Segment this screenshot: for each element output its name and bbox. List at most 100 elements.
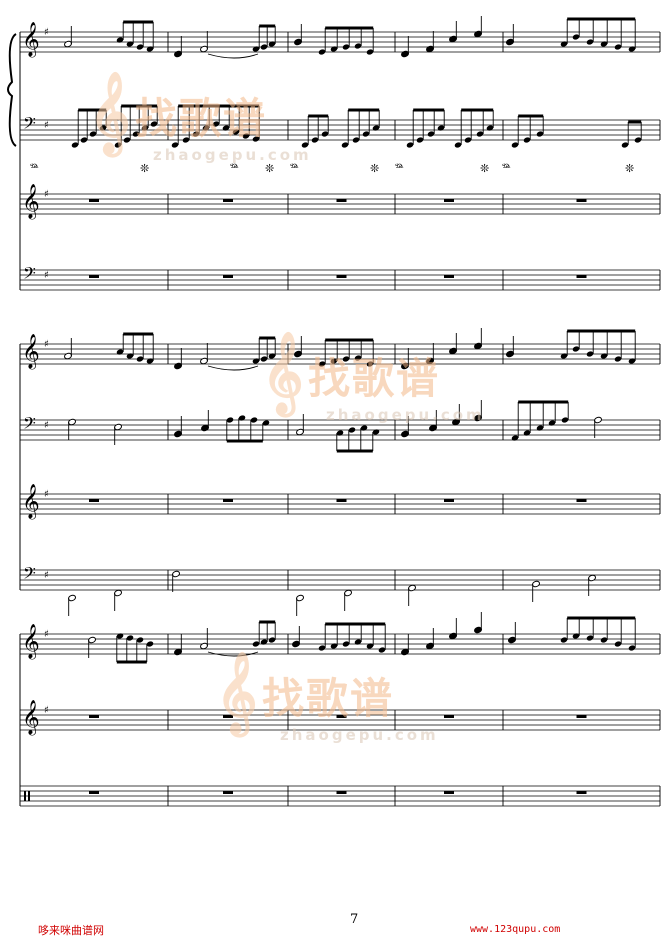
note-head — [232, 129, 240, 135]
note-head — [136, 637, 144, 643]
key-signature-sharp: ♯ — [44, 120, 49, 131]
note-head — [212, 121, 220, 127]
note-head — [614, 356, 622, 362]
bass-clef-icon: 𝄢 — [23, 563, 36, 587]
bass-clef-icon: 𝄢 — [23, 113, 36, 137]
note-head — [150, 121, 158, 127]
pedal-release-icon: ❊ — [480, 162, 489, 175]
tie — [207, 53, 259, 59]
key-signature-sharp: ♯ — [44, 189, 49, 200]
note-head — [600, 353, 608, 359]
whole-rest — [89, 715, 99, 718]
whole-rest — [223, 791, 233, 794]
watermark-url: zhaogepu.com — [326, 406, 485, 424]
note-head — [586, 39, 594, 45]
watermark: 𝄞 找歌谱 zhaogepu.com — [89, 71, 312, 164]
watermark-url: zhaogepu.com — [153, 146, 312, 164]
treble-clef-icon: 𝄞 — [22, 624, 40, 660]
note-head — [342, 356, 350, 362]
note-head — [71, 142, 79, 148]
note-head — [116, 37, 124, 43]
note-head — [238, 415, 246, 421]
percussion-clef-icon — [28, 791, 30, 801]
note-head — [560, 353, 568, 359]
note-head — [114, 142, 122, 148]
note-head — [437, 125, 445, 131]
note-head — [348, 427, 356, 433]
note-head — [80, 137, 88, 143]
note-head — [146, 641, 154, 647]
note-head — [260, 44, 268, 50]
note-head — [311, 137, 319, 143]
note-head — [416, 137, 424, 143]
note-head — [427, 131, 435, 137]
key-signature-sharp: ♯ — [44, 570, 49, 581]
note-head — [318, 49, 326, 55]
note-head — [330, 643, 338, 649]
note-head — [572, 633, 580, 639]
watermark-url: zhaogepu.com — [280, 726, 439, 744]
note-head — [330, 358, 338, 364]
note-head — [318, 645, 326, 651]
note-head — [252, 46, 260, 52]
note-head — [586, 351, 594, 357]
note-head — [561, 417, 569, 423]
key-signature-sharp: ♯ — [44, 489, 49, 500]
note-head — [250, 417, 258, 423]
note-head — [260, 356, 268, 362]
note-head — [182, 137, 190, 143]
watermark-text: 找歌谱 — [135, 94, 268, 143]
note-head — [536, 131, 544, 137]
note-head — [342, 44, 350, 50]
note-head — [572, 346, 580, 352]
footer-site-name: 哆来咪曲谱网 — [38, 924, 104, 937]
note-head — [511, 142, 519, 148]
whole-rest — [336, 715, 347, 718]
whole-rest — [89, 791, 99, 794]
note-head — [222, 125, 230, 131]
whole-rest — [336, 199, 347, 202]
note-head — [252, 641, 260, 647]
treble-clef-icon: 𝄞 — [22, 22, 40, 58]
note-head — [548, 420, 556, 426]
note-head — [523, 430, 531, 436]
note-head — [628, 645, 636, 651]
note-head — [268, 41, 276, 47]
pedal-mark-icon: 𝆮 — [230, 161, 239, 176]
whole-rest — [336, 791, 347, 794]
watermark-clef-icon: 𝄞 — [262, 331, 304, 413]
note-head — [123, 137, 131, 143]
note-head — [372, 429, 380, 435]
note-head — [360, 425, 368, 431]
whole-rest — [89, 275, 99, 278]
key-signature-sharp: ♯ — [44, 705, 49, 716]
key-signature-sharp: ♯ — [44, 629, 49, 640]
note-head — [614, 44, 622, 50]
pedal-release-icon: ❊ — [370, 162, 379, 175]
whole-rest — [444, 499, 454, 502]
note-head — [586, 635, 594, 641]
note-head — [366, 49, 374, 55]
note-head — [141, 125, 149, 131]
note-head — [523, 137, 531, 143]
key-signature-sharp: ♯ — [44, 420, 49, 431]
percussion-clef-icon — [24, 791, 26, 801]
note-head — [132, 131, 140, 137]
note-head — [628, 46, 636, 52]
whole-rest — [336, 499, 347, 502]
whole-rest — [576, 791, 587, 794]
tie — [207, 365, 259, 371]
treble-clef-icon: 𝄞 — [22, 184, 40, 220]
note-head — [354, 43, 362, 49]
whole-rest — [223, 715, 233, 718]
note-head — [366, 361, 374, 367]
note-head — [354, 355, 362, 361]
note-head — [614, 641, 622, 647]
note-head — [600, 41, 608, 47]
note-head — [126, 41, 134, 47]
note-head — [116, 633, 124, 639]
whole-rest — [444, 199, 454, 202]
note-head — [560, 41, 568, 47]
note-head — [260, 639, 268, 645]
watermark: 𝄞 找歌谱 zhaogepu.com — [262, 331, 485, 424]
